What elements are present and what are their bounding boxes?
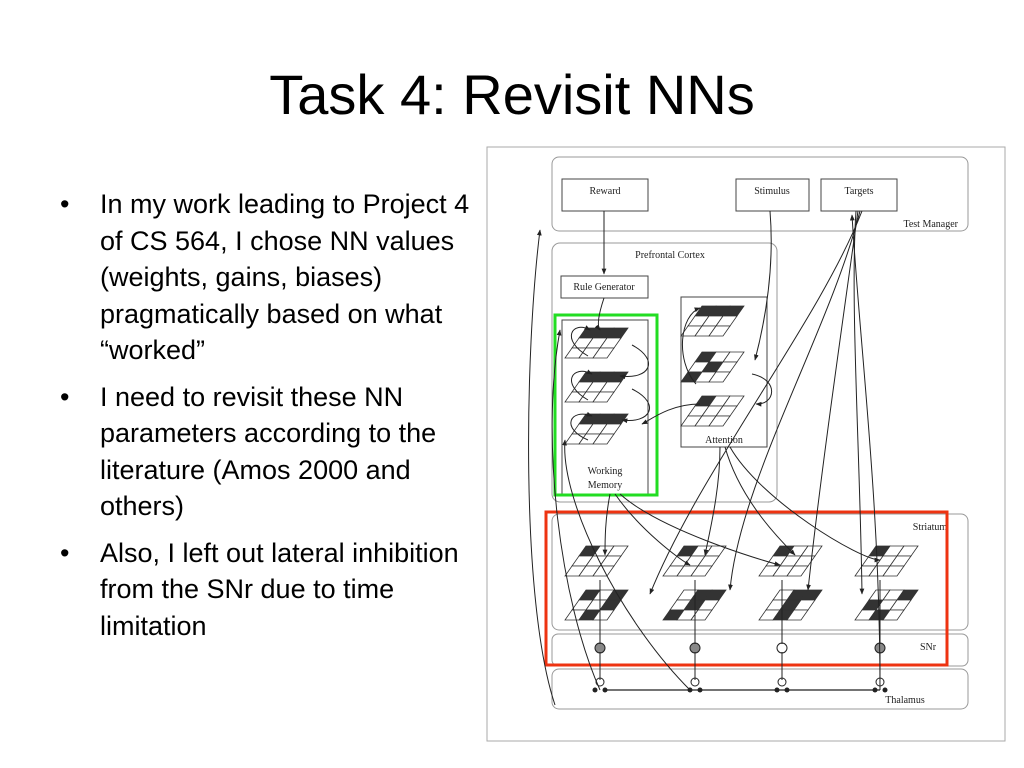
test-manager-label: Test Manager: [903, 219, 958, 230]
neuron-grid: [564, 327, 629, 359]
snr-label: SNr: [920, 642, 937, 653]
neuron-grid: [854, 545, 919, 577]
thalamus-box: [551, 668, 969, 710]
neuron-cell: [592, 609, 615, 621]
thalamus-synapse: [697, 687, 703, 693]
stimulus-label: Stimulus: [754, 186, 790, 197]
neuron-grid: [680, 351, 745, 383]
bullet-item: In my work leading to Project 4 of CS 56…: [58, 186, 498, 369]
snr-node: [689, 642, 701, 654]
arrow-left-feedback-1: [528, 229, 556, 706]
arrow-wm-str-1: [602, 493, 611, 556]
arrow-att-str-1: [703, 446, 721, 556]
arrow-targets-str-4: [649, 210, 863, 595]
arrow-right-feedback: [849, 214, 881, 691]
attention-label: Attention: [705, 435, 743, 446]
neuron-cell: [786, 609, 809, 621]
working-memory-label-line2: Memory: [588, 480, 622, 491]
arrow-left-feedback-3: [562, 439, 691, 691]
connection-arrows: [528, 210, 881, 706]
neuron-cell: [786, 565, 809, 577]
neuron-grid: [564, 371, 629, 403]
rule-generator-box: [560, 275, 649, 299]
arrow-wm-loop-2: [621, 388, 650, 424]
thalamus-synapse: [592, 687, 598, 693]
bullet-item: I need to revisit these NN parameters ac…: [58, 379, 498, 525]
arrow-att-str-3: [729, 446, 881, 563]
arrow-targets-str-3: [728, 210, 861, 591]
arrow-wm-str-2: [614, 493, 691, 566]
neuron-grid: [758, 589, 823, 621]
snr-box: [551, 633, 969, 667]
stimulus-box: [735, 178, 810, 212]
thalamus-synapse: [882, 687, 888, 693]
striatum-box: [551, 513, 969, 631]
slide-title: Task 4: Revisit NNs: [269, 63, 755, 126]
arrow-left-feedback-2: [551, 329, 601, 691]
neuron-cell: [882, 609, 905, 621]
thalamus-synapse: [872, 687, 878, 693]
arrow-wm-str-3: [619, 493, 781, 567]
bullet-list: In my work leading to Project 4 of CS 56…: [58, 186, 498, 654]
neuron-grid: [564, 413, 629, 445]
thalamus-synapse: [784, 687, 790, 693]
neuron-cell: [592, 433, 615, 445]
arrow-wm-self-3: [570, 411, 593, 441]
working-memory-label-line1: Working: [588, 466, 623, 477]
arrow-att-loop-2: [751, 373, 772, 407]
arrow-att-wm: [641, 403, 701, 425]
arrow-rule-wm: [594, 297, 605, 331]
arrow-wm-loop-1: [619, 344, 650, 380]
prefrontal-cortex-label: Prefrontal Cortex: [635, 250, 705, 261]
arrow-att-loop-1: [682, 307, 701, 385]
neuron-grid: [662, 589, 727, 621]
reward-label: Reward: [589, 186, 620, 197]
bullet-item: Also, I left out lateral inhibition from…: [58, 535, 498, 645]
neuron-grid: [758, 545, 823, 577]
reward-box: [561, 178, 649, 212]
neuron-cell: [882, 565, 905, 577]
targets-label: Targets: [844, 186, 873, 197]
neuron-cell: [708, 371, 731, 383]
rule-generator-label: Rule Generator: [573, 282, 635, 293]
striatum-label: Striatum: [913, 522, 948, 533]
neuron-grid: [564, 545, 629, 577]
neuron-cell: [592, 347, 615, 359]
snr-node: [776, 642, 788, 654]
thalamus-label: Thalamus: [885, 695, 925, 706]
arrow-wm-self-1: [570, 325, 591, 357]
arrow-wm-self-2: [571, 369, 593, 401]
basal-ganglia-diagram: Test Manager Reward Stimulus Targets Pre…: [486, 146, 1006, 742]
neuron-grid: [564, 589, 629, 621]
arrow-att-str-2: [724, 446, 796, 556]
neuron-cell: [690, 565, 713, 577]
arrow-stim-attention: [754, 210, 772, 361]
working-memory-highlight: [553, 313, 659, 497]
neuron-grid: [680, 395, 745, 427]
thalamus-synapse: [602, 687, 608, 693]
neuron-grid: [680, 305, 745, 337]
neuron-cell: [592, 391, 615, 403]
arrow-targets-str-2: [806, 210, 859, 591]
neuron-cell: [708, 415, 731, 427]
neuron-cell: [690, 609, 713, 621]
thalamus-synapse: [774, 687, 780, 693]
targets-box: [820, 178, 898, 212]
snr-node: [594, 642, 606, 654]
neuron-cell: [708, 325, 731, 337]
